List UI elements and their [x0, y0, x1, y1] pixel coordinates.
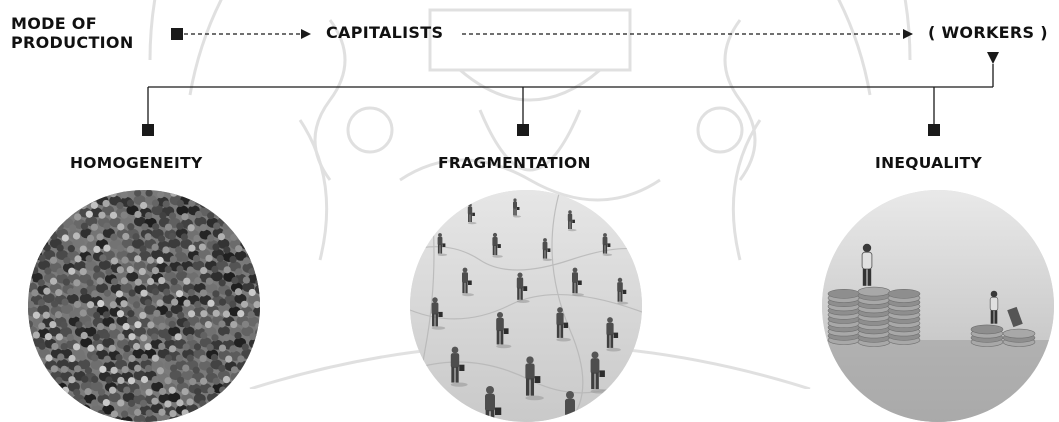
homogeneity-crowd-image [28, 190, 260, 422]
workers-label: ( WORKERS ) [928, 23, 1048, 42]
inequality-coin-stacks-image [822, 190, 1054, 422]
homogeneity-label: HOMOGENEITY [70, 154, 202, 172]
inequality-label: INEQUALITY [875, 154, 982, 172]
mode-of-production-line2: PRODUCTION [11, 33, 134, 52]
fragmentation-businessmen-image [410, 190, 642, 422]
workers-down-triangle [987, 52, 999, 64]
inequality-square-marker [928, 124, 940, 136]
fragmentation-label: FRAGMENTATION [438, 154, 591, 172]
fragmentation-square-marker [517, 124, 529, 136]
mode-of-production-line1: MODE OF [11, 14, 134, 33]
capitalists-label: CAPITALISTS [326, 23, 443, 42]
diagram-canvas: MODE OF PRODUCTION CAPITALISTS ( WORKERS… [0, 0, 1059, 389]
homogeneity-square-marker [142, 124, 154, 136]
mode-of-production-label: MODE OF PRODUCTION [11, 14, 134, 52]
source-square-marker [171, 28, 183, 40]
